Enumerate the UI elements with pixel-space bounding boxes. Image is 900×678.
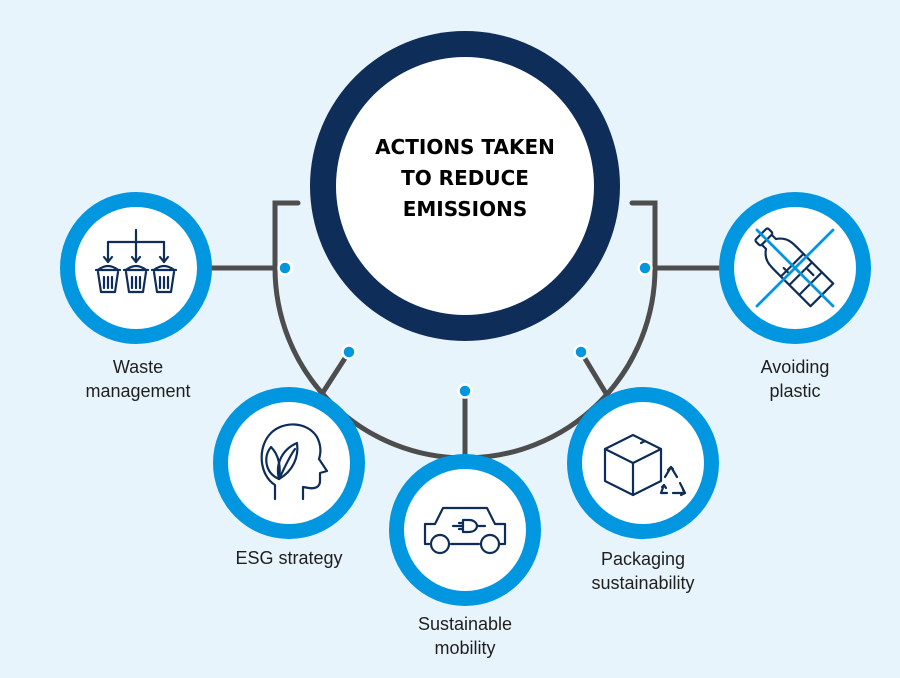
label-line: ESG strategy	[235, 548, 343, 568]
diagram-title: ACTIONS TAKEN TO REDUCE EMISSIONS	[345, 132, 585, 225]
head-leaf-icon	[260, 423, 329, 501]
title-line-3: EMISSIONS	[402, 197, 528, 221]
item-core-packaging	[582, 402, 704, 524]
item-circle-esg	[213, 387, 365, 539]
label-line: sustainability	[591, 573, 695, 593]
label-line: Packaging	[600, 549, 686, 569]
connector-packaging	[578, 349, 613, 403]
label-sustainable-mobility: Sustainable mobility	[375, 612, 555, 660]
label-line: mobility	[434, 638, 496, 658]
label-avoiding-plastic: Avoiding plastic	[705, 355, 885, 403]
label-line: plastic	[769, 381, 821, 401]
item-circle-packaging	[567, 387, 719, 539]
item-circle-mobility	[389, 454, 541, 606]
label-line: Avoiding	[760, 357, 830, 377]
label-esg-strategy: ESG strategy	[199, 546, 379, 570]
center-core	[336, 57, 594, 315]
junction-dot-waste	[277, 260, 293, 276]
recycle-box-icon	[603, 433, 687, 497]
connector-esg	[315, 349, 352, 403]
waste-baskets-icon	[94, 228, 178, 294]
title-line-2: TO REDUCE	[401, 166, 529, 190]
item-core-mobility	[404, 469, 526, 591]
label-waste-management: Waste management	[48, 355, 228, 403]
junction-dot-packaging	[573, 344, 589, 360]
junction-dot-esg	[341, 344, 357, 360]
junction-dot-mobility	[457, 383, 473, 399]
label-packaging-sustainability: Packaging sustainability	[553, 547, 733, 595]
item-circle-waste	[60, 192, 212, 344]
junction-dots	[277, 260, 653, 399]
junction-dot-plastic	[637, 260, 653, 276]
label-line: Waste	[112, 357, 164, 377]
item-core-waste	[75, 207, 197, 329]
label-line: Sustainable	[417, 614, 513, 634]
no-plastic-bottle-icon	[754, 227, 835, 308]
electric-car-icon	[423, 506, 507, 555]
title-line-1: ACTIONS TAKEN	[375, 135, 555, 159]
label-line: management	[85, 381, 191, 401]
item-core-esg	[228, 402, 350, 524]
